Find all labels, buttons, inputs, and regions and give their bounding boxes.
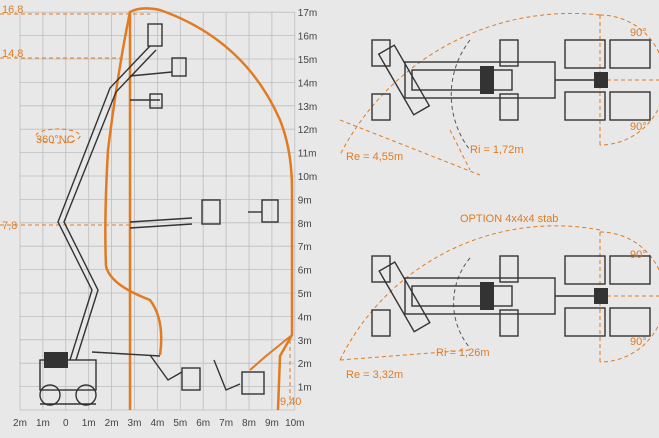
front-wheel	[39, 384, 61, 406]
top-wheel-3	[499, 39, 519, 67]
option-inner-radius-arc	[453, 257, 471, 349]
height-tick-label: 3m	[298, 336, 312, 347]
working-envelope	[128, 7, 294, 411]
option-angle-upper-label: 90°	[630, 249, 647, 261]
option-outer-radius-label: Re = 3,32m	[346, 369, 403, 381]
top-wheel-1	[371, 39, 391, 67]
reach-tick-label: 3m	[128, 418, 142, 429]
height-tick-label: 4m	[298, 312, 312, 323]
top-basket-1	[564, 39, 606, 69]
top-inner-radius-label: Ri = 1,72m	[470, 144, 524, 156]
height-tick-label: 11m	[298, 149, 317, 160]
top-platform	[594, 72, 608, 88]
basket-mid	[201, 199, 221, 225]
height-tick-label: 7m	[298, 242, 312, 253]
operator-cabin	[44, 352, 68, 368]
height-tick-label: 10m	[298, 172, 317, 183]
reach-axis-labels: 2m 1m 0 1m 2m 3m 4m 5m 6m 7m 8m 9m 10m	[13, 418, 304, 429]
height-tick-label: 12m	[298, 125, 317, 136]
working-envelope-lower	[104, 11, 163, 356]
reach-tick-label: 5m	[173, 418, 187, 429]
height-tick-label: 13m	[298, 102, 317, 113]
height-tick-label: 5m	[298, 289, 312, 300]
reach-tick-label: 0	[63, 418, 69, 429]
height-tick-label: 15m	[298, 55, 317, 66]
height-tick-label: 14m	[298, 78, 317, 89]
reach-tick-label: 7m	[219, 418, 233, 429]
top-wheel-4	[499, 93, 519, 121]
basket-top	[147, 23, 163, 47]
low-boom	[91, 351, 161, 357]
rotation-ellipse	[35, 128, 81, 144]
reach-tick-label: 6m	[196, 418, 210, 429]
height-tick-label: 8m	[298, 219, 312, 230]
grid	[19, 11, 296, 411]
reach-tick-label: 2m	[13, 418, 27, 429]
working-envelope-inner	[249, 334, 293, 371]
inner-radius-arc	[450, 39, 471, 151]
reach-tick-label: 10m	[285, 418, 304, 429]
height-axis-labels: 1m 2m 3m 4m 5m 6m 7m 8m 9m 10m 11m 12m 13m 14m 15m 16m 1…	[298, 8, 317, 393]
option-basket-1	[564, 255, 606, 285]
option-turn-angle-arc	[599, 231, 659, 363]
top-outer-radius-label: Re = 4,55m	[346, 151, 403, 163]
option-wheel-3	[499, 255, 519, 283]
basket-low-1	[181, 367, 201, 391]
reach-tick-label: 1m	[36, 418, 50, 429]
rotation-label: 360°NC	[36, 134, 75, 146]
option-inner-radius-label: Ri = 1,26m	[436, 347, 490, 359]
upper-level-label: 14,8	[2, 48, 23, 60]
outer-radius-arc	[339, 12, 601, 156]
basket-low-2	[241, 371, 265, 395]
max-reach-label: 9,40	[280, 396, 301, 408]
reach-tick-label: 9m	[265, 418, 279, 429]
top-angle-lower-label: 90°	[630, 121, 647, 133]
option-angle-lower-label: 90°	[630, 336, 647, 348]
side-view-machine	[39, 23, 279, 406]
basket-upper	[171, 57, 187, 77]
horizontal-boom	[129, 217, 193, 223]
height-tick-label: 1m	[298, 383, 312, 394]
option-outer-radius-arc	[339, 225, 601, 361]
option-wheel-2	[371, 309, 391, 337]
option-wheel-4	[499, 309, 519, 337]
basket-far	[261, 199, 279, 223]
height-tick-label: 17m	[298, 8, 317, 19]
turn-angle-arc	[599, 14, 659, 146]
top-view-standard	[339, 12, 659, 176]
top-angle-upper-label: 90°	[630, 27, 647, 39]
reach-tick-label: 4m	[150, 418, 164, 429]
top-view-option	[339, 225, 659, 363]
option-label: OPTION 4x4x4 stab	[460, 213, 558, 225]
reach-tick-label: 1m	[82, 418, 96, 429]
option-platform	[594, 288, 608, 304]
reach-tick-label: 8m	[242, 418, 256, 429]
option-wheel-1	[371, 255, 391, 283]
top-wheel-2	[371, 93, 391, 121]
height-tick-label: 2m	[298, 359, 312, 370]
height-tick-label: 16m	[298, 32, 317, 43]
top-basket-2	[564, 91, 606, 121]
reach-tick-label: 2m	[105, 418, 119, 429]
height-tick-label: 9m	[298, 195, 312, 206]
max-height-label: 16,8	[2, 4, 23, 16]
basket-mid-upper	[149, 93, 163, 109]
option-basket-2	[564, 307, 606, 337]
rear-wheel	[75, 384, 97, 406]
mid-level-label: 7,8	[2, 220, 17, 232]
height-tick-label: 6m	[298, 266, 312, 277]
articulated-boom	[57, 45, 151, 361]
